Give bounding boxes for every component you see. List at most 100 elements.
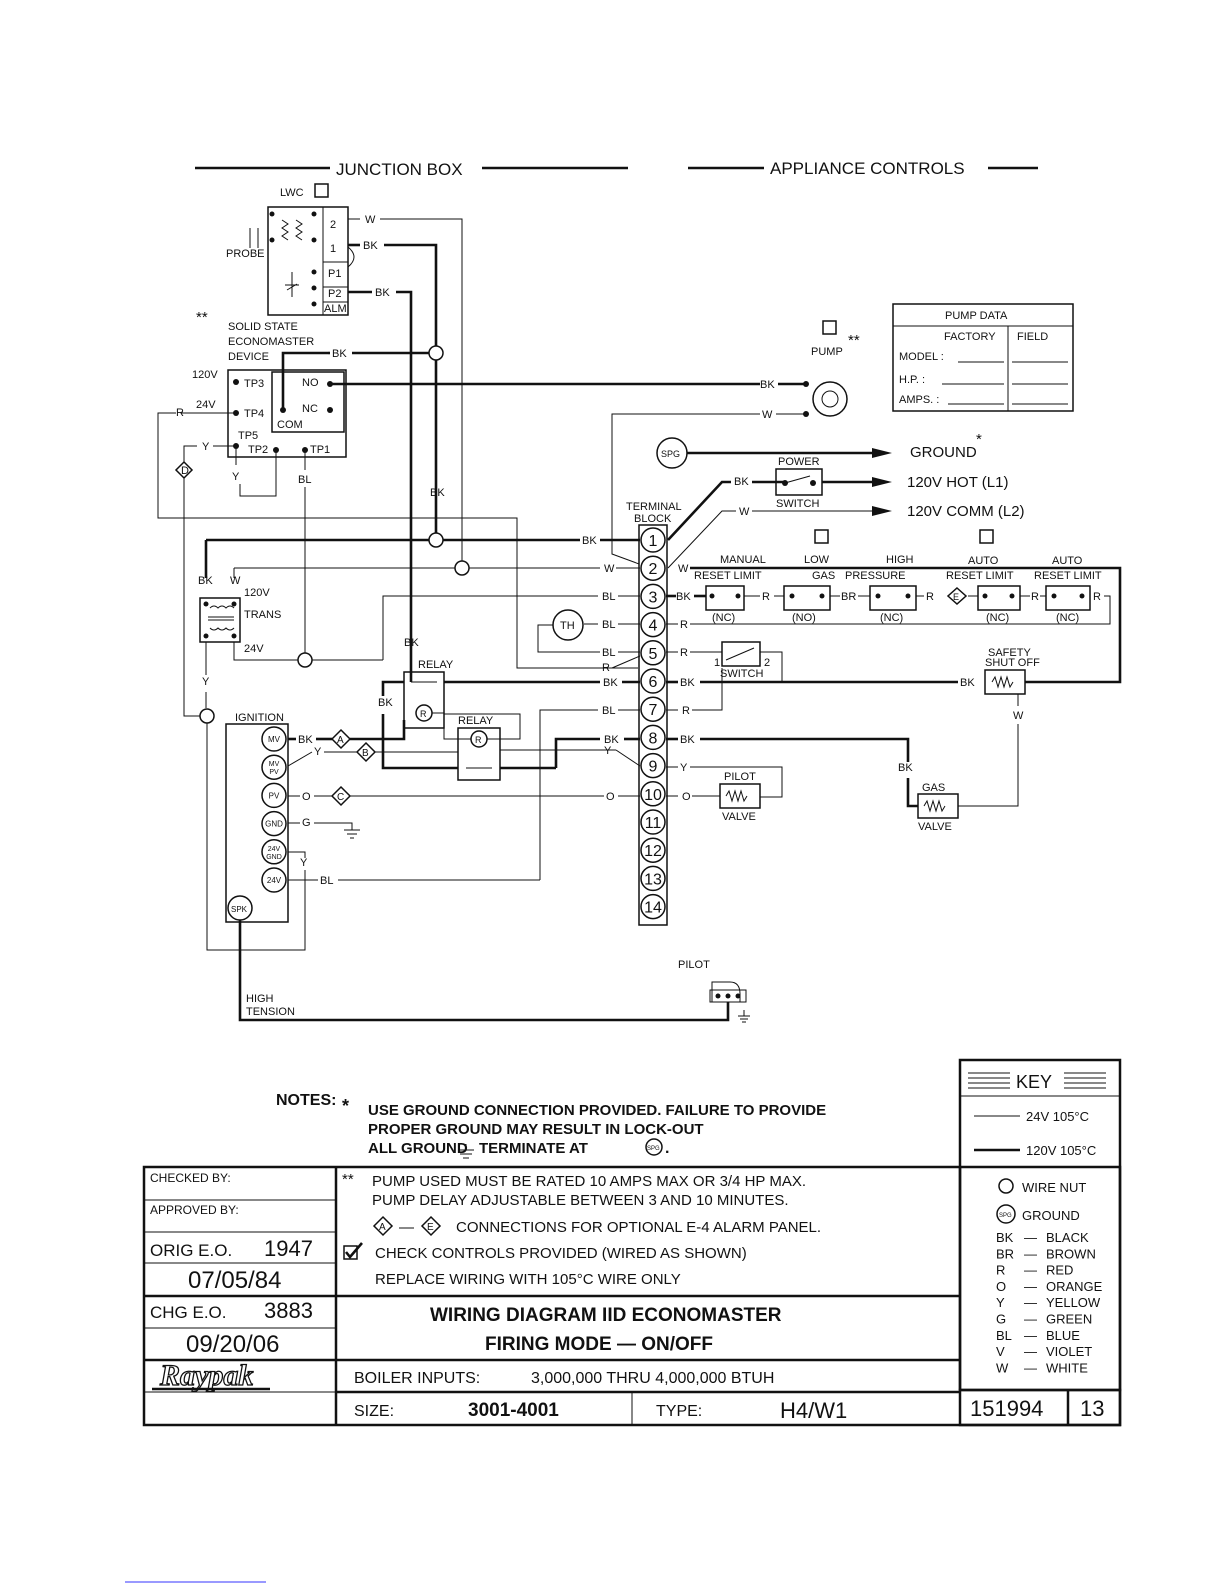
wire-label: BK xyxy=(760,379,775,391)
chg-date: 09/20/06 xyxy=(186,1331,279,1358)
terminal-12 xyxy=(640,837,666,863)
key-color-dash: — xyxy=(1024,1328,1037,1343)
pump-data-col: FIELD xyxy=(1017,331,1048,343)
lwc-terminal: ALM xyxy=(324,303,347,315)
note-dash: — xyxy=(399,1219,414,1236)
pump-data-title: PUMP DATA xyxy=(945,310,1008,322)
key-color-code: BL xyxy=(996,1328,1012,1343)
terminal-number: 4 xyxy=(649,618,658,635)
ignition-title: IGNITION xyxy=(235,712,284,724)
high-tension-label: HIGH xyxy=(246,993,274,1005)
terminal-number: 12 xyxy=(644,843,662,860)
chg-eo: 3883 xyxy=(264,1298,313,1323)
tp-label: TP1 xyxy=(310,444,330,456)
wire-label: BL xyxy=(320,875,333,887)
hot-label: 120V HOT (L1) xyxy=(907,474,1008,491)
wire-label: Y xyxy=(604,745,612,757)
key-spg: SPG xyxy=(999,1213,1012,1219)
wire-label: BK xyxy=(603,677,618,689)
terminal-number: 7 xyxy=(649,702,658,719)
ignition-terminal-label: PV xyxy=(269,791,280,800)
wire-label: BR xyxy=(841,591,856,603)
terminal-10 xyxy=(640,781,666,807)
probe-label: PROBE xyxy=(226,248,265,260)
key-120v: 120V 105°C xyxy=(1026,1143,1096,1158)
key-color-dash: — xyxy=(1024,1246,1037,1261)
wire-label: Y xyxy=(680,762,688,774)
trans-24v: 24V xyxy=(244,643,264,655)
key-color-code: BK xyxy=(996,1230,1014,1245)
wire-label: R xyxy=(602,662,610,674)
terminal-3 xyxy=(640,583,666,610)
limit-label: RESET LIMIT xyxy=(694,570,762,582)
wire-label: BK xyxy=(734,476,749,488)
wire-label: BL xyxy=(298,474,311,486)
note-line: PUMP DELAY ADJUSTABLE BETWEEN 3 AND 10 M… xyxy=(372,1192,789,1209)
key-color-name: WHITE xyxy=(1046,1360,1088,1375)
size-label: SIZE: xyxy=(354,1403,394,1420)
wire-label: BK xyxy=(332,348,347,360)
wire-label: Y xyxy=(202,676,210,688)
ignition-terminal-label: MV xyxy=(269,761,280,768)
tp-label: TP2 xyxy=(248,444,268,456)
checked-by: CHECKED BY: xyxy=(150,1171,231,1185)
power-switch-label: POWER xyxy=(778,456,820,468)
pilot-valve-label: PILOT xyxy=(724,771,756,783)
key-color-dash: — xyxy=(1024,1344,1037,1359)
terminal-number: 13 xyxy=(644,871,662,888)
econo-title: SOLID STATE xyxy=(228,321,298,333)
gas-valve-label: GAS xyxy=(922,782,945,794)
wire-label: BK xyxy=(680,677,695,689)
tp-label: TP5 xyxy=(238,430,258,442)
wire-label: BK xyxy=(676,591,691,603)
spk-label: SPK xyxy=(231,905,248,914)
check-icon xyxy=(343,1245,358,1260)
terminal-number: 9 xyxy=(649,759,658,776)
orig-eo: 1947 xyxy=(264,1236,313,1261)
limit-state: (NO) xyxy=(792,612,816,624)
spg-label: SPG xyxy=(647,1146,660,1152)
pilot-valve-label: VALVE xyxy=(722,811,756,823)
terminal-number: 10 xyxy=(644,787,662,804)
lwc-module: LWC 2 1 P1 P2 ALM PROBE xyxy=(226,183,355,316)
wire-label: BK xyxy=(298,734,313,746)
wire-nut xyxy=(428,532,444,548)
relay-nc: NC xyxy=(302,403,318,415)
terminal-number: 5 xyxy=(649,646,658,663)
wire-label: W xyxy=(604,563,615,575)
key-title: KEY xyxy=(1016,1072,1052,1092)
ignition-terminal-label: GND xyxy=(266,854,282,861)
ignition-terminal-label: GND xyxy=(265,820,283,829)
wire-label: W xyxy=(678,563,689,575)
trans-label: TRANS xyxy=(244,609,281,621)
pump-data-row: H.P. : xyxy=(899,374,925,386)
spg-icon xyxy=(645,1138,663,1156)
limit-label: PRESSURE xyxy=(845,570,906,582)
terminal-1 xyxy=(640,527,666,553)
wire-label: O xyxy=(606,791,615,803)
wire-label: BK xyxy=(582,535,597,547)
terminal-7 xyxy=(640,696,666,722)
terminal-number: 14 xyxy=(644,900,662,917)
lwc-check-box xyxy=(314,183,329,198)
safety-label: SHUT OFF xyxy=(985,657,1040,669)
notes-label: NOTES: xyxy=(276,1092,336,1109)
terminal-block-title: TERMINAL xyxy=(626,501,682,513)
raypak-logo: Raypak xyxy=(159,1359,253,1392)
terminal-14 xyxy=(640,893,666,920)
key-color-code: G xyxy=(996,1312,1006,1327)
alarm-diamond: D xyxy=(181,465,189,477)
ignition-terminal xyxy=(261,726,287,752)
wire-label: R xyxy=(1031,591,1039,603)
wire-label: R xyxy=(926,591,934,603)
terminal-13 xyxy=(640,865,666,892)
key-color-dash: — xyxy=(1024,1312,1037,1327)
limit-state: (NC) xyxy=(1056,612,1079,624)
key-color-code: V xyxy=(996,1344,1005,1359)
ground-icon xyxy=(458,1144,474,1159)
key-ground: GROUND xyxy=(1022,1208,1080,1223)
limit-label: LOW xyxy=(804,554,830,566)
alarm-diamond: C xyxy=(337,792,344,803)
limit-state: (NC) xyxy=(880,612,903,624)
relay-coil: R xyxy=(475,735,482,745)
